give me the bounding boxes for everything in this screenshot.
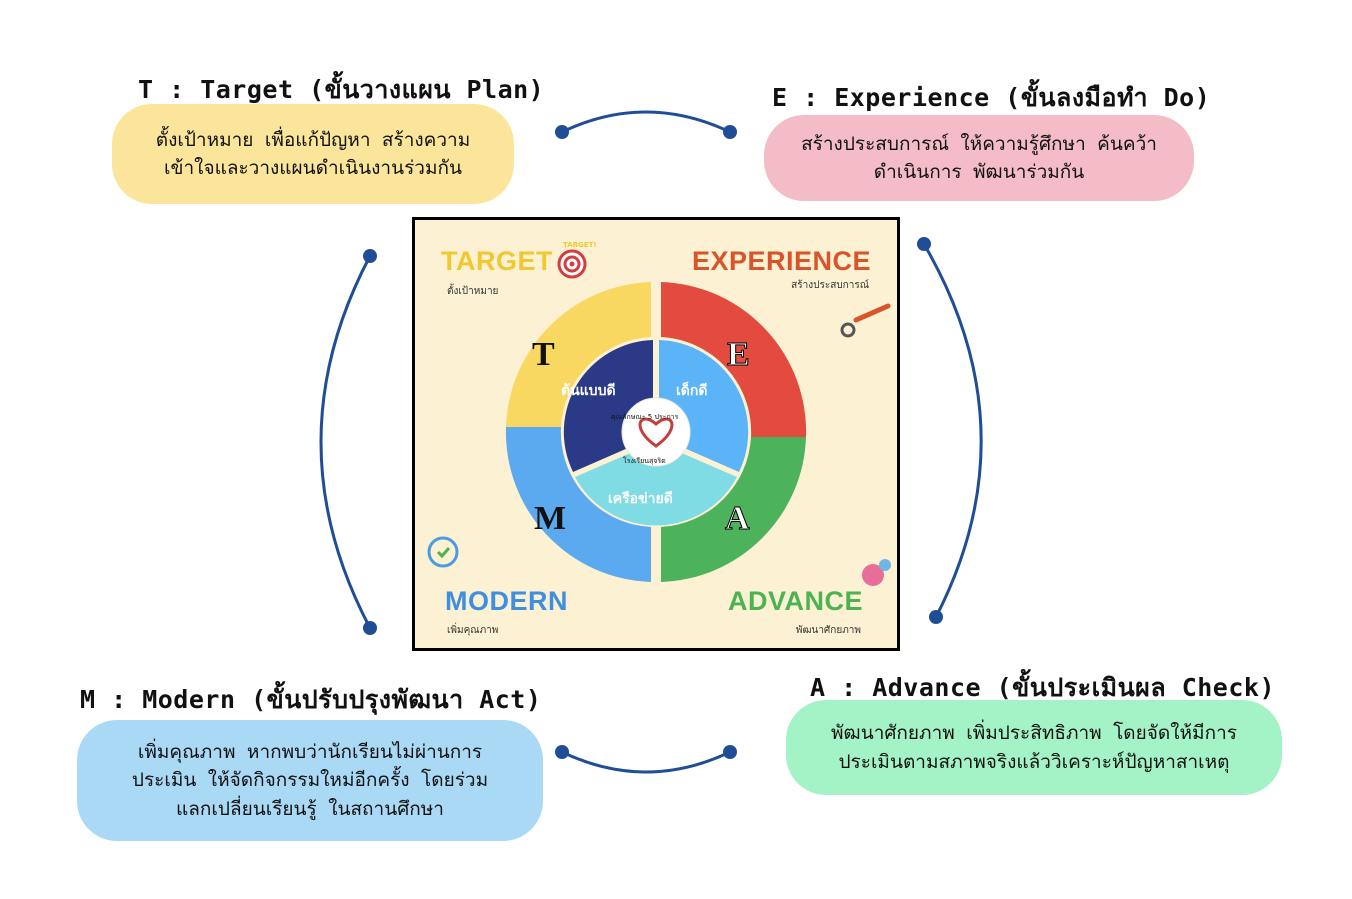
connector-left (319, 255, 372, 629)
corner-title-modern: MODERN (445, 586, 568, 616)
connector-right (922, 243, 983, 618)
brain-lightbulb-icon (862, 559, 891, 586)
ring-letter-a: A (725, 500, 751, 538)
connector-bottom (561, 750, 731, 774)
advance-heading: A : Advance (ขั้นประเมินผล Check) (810, 673, 1276, 702)
corner-subtitle-advance: พัฒนาศักยภาพ (795, 625, 861, 636)
cycle-ring (427, 249, 891, 586)
puzzle-label-bottom: เครือข่ายดี (608, 491, 673, 507)
center-emblem (621, 397, 691, 467)
target-badge-text: TARGET! (563, 241, 597, 249)
corner-subtitle-experience: สร้างประสบการณ์ (791, 280, 869, 291)
heart-icon (638, 417, 674, 448)
puzzle-label-top-right: เด็กดี (676, 383, 708, 399)
gear-icon (840, 303, 891, 338)
ring-segment-experience (661, 282, 807, 437)
ring-segment-modern (505, 427, 651, 582)
modern-description-line: แลกเปลี่ยนเรียนรู้ ในสถานศึกษา (176, 797, 444, 820)
center-emblem-top-text: คุณลักษณะ 5 ประการ (611, 413, 679, 421)
puzzle-piece-bottom (575, 442, 737, 526)
modern-description-line: เพิ่มคุณภาพ หากพบว่านักเรียนไม่ผ่านการ (137, 740, 483, 763)
target-description-line: เข้าใจและวางแผนดำเนินงานร่วมกัน (164, 157, 462, 179)
corner-subtitle-target: ตั้งเป้าหมาย (447, 286, 499, 297)
connector-top (561, 110, 731, 134)
corner-title-target: TARGET (441, 246, 553, 276)
advance-description-box: พัฒนาศักยภาพ เพิ่มประสิทธิภาพ โดยจัดให้ม… (786, 700, 1282, 795)
corner-title-advance: ADVANCE (727, 586, 863, 616)
connector-dot (929, 610, 943, 624)
center-emblem-bottom-text: โรงเรียนสุจริต (623, 457, 666, 465)
modern-heading: M : Modern (ขั้นปรับปรุงพัฒนา Act) (80, 685, 542, 714)
corner-title-experience: EXPERIENCE (691, 246, 871, 276)
corner-subtitle-modern: เพิ่มคุณภาพ (447, 625, 499, 636)
experience-description-box: สร้างประสบการณ์ ให้ความรู้ศึกษา ค้นคว้า … (764, 115, 1194, 201)
ring-letter-e: E (727, 336, 751, 374)
connector-dot (723, 125, 737, 139)
experience-heading: E : Experience (ขั้นลงมือทำ Do) (772, 83, 1211, 112)
ring-letter-t: T (532, 336, 555, 373)
connector-dot (917, 237, 931, 251)
modern-description-box: เพิ่มคุณภาพ หากพบว่านักเรียนไม่ผ่านการ ป… (77, 720, 543, 841)
target-heading: T : Target (ขั้นวางแผน Plan) (138, 75, 545, 104)
connector-dot (555, 125, 569, 139)
experience-description-line: ดำเนินการ พัฒนาร่วมกัน (873, 161, 1085, 183)
target-description-box: ตั้งเป้าหมาย เพื่อแก้ปัญหา สร้างความ เข้… (112, 104, 514, 204)
tema-cycle-figure: TARGET ตั้งเป้าหมาย EXPERIENCE สร้างประส… (412, 217, 900, 651)
advance-description-line: พัฒนาศักยภาพ เพิ่มประสิทธิภาพ โดยจัดให้ม… (831, 722, 1237, 744)
puzzle-label-top-left: ต้นแบบดี (561, 383, 616, 399)
connector-dot (723, 745, 737, 759)
modern-description-line: ประเมิน ให้จัดกิจกรรมใหม่อีกครั้ง โดยร่ว… (131, 769, 489, 792)
ring-segment-advance (661, 437, 806, 582)
experience-description-line: สร้างประสบการณ์ ให้ความรู้ศึกษา ค้นคว้า (801, 132, 1157, 155)
connector-dot (363, 249, 377, 263)
target-description-line: ตั้งเป้าหมาย เพื่อแก้ปัญหา สร้างความ (155, 128, 471, 151)
advance-description-line: ประเมินตามสภาพจริงแล้ววิเคราะห์ปัญหาสาเห… (838, 750, 1230, 773)
ring-letter-m: M (534, 500, 567, 537)
target-icon (557, 249, 587, 279)
connector-dot (363, 621, 377, 635)
chart-growth-icon (427, 536, 459, 568)
connector-dot (555, 745, 569, 759)
ring-segment-target (506, 282, 651, 427)
